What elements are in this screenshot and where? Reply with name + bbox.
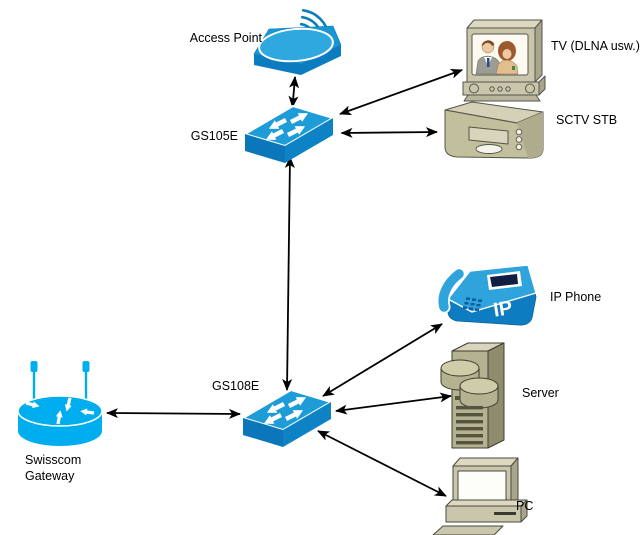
phone-display	[490, 274, 518, 287]
edge-gs105e-tv	[339, 69, 463, 115]
tv-icon	[462, 19, 546, 102]
ip-phone-label: IP Phone	[550, 290, 601, 304]
ip-phone-icon: IP	[436, 264, 537, 326]
edge-gs108e-pc	[317, 430, 447, 497]
sctv-stb-label: SCTV STB	[556, 113, 617, 127]
stb-tray	[475, 144, 503, 154]
tv-controls	[469, 83, 535, 94]
gateway-label-line2: Gateway	[25, 469, 75, 483]
pc-icon	[432, 457, 528, 535]
edge-layer	[106, 69, 463, 497]
gs105e-switch-icon	[245, 106, 333, 163]
edge-gs105e-gs108e	[282, 156, 295, 391]
server-label: Server	[522, 386, 559, 400]
gs105e-label: GS105E	[191, 129, 238, 143]
gateway-antennas	[30, 361, 90, 400]
server-vents	[456, 406, 483, 445]
edge-gs108e-ip-phone	[322, 323, 443, 397]
phone-ip-text: IP	[492, 297, 514, 322]
pc-label: PC	[516, 499, 533, 513]
edge-gateway-gs108e	[106, 408, 241, 419]
gs108e-label: GS108E	[212, 379, 259, 393]
tv-label: TV (DLNA usw.)	[551, 39, 640, 53]
stb-display	[468, 126, 509, 145]
pc-screen	[457, 470, 507, 503]
access-point-icon	[253, 9, 342, 75]
gs108e-switch-icon	[243, 390, 331, 447]
pc-drive-slot	[494, 512, 516, 515]
pc-keyboard	[432, 525, 504, 535]
phone-keypad	[463, 297, 482, 311]
access-point-label: Access Point	[190, 31, 263, 45]
edge-gs108e-server	[335, 392, 452, 415]
edge-gs105e-sctv-stb	[340, 127, 438, 138]
phone-handset	[438, 269, 464, 312]
sctv-stb-icon	[444, 101, 544, 159]
edge-access-point-gs105e	[288, 76, 300, 108]
swisscom-gateway-icon	[17, 361, 103, 446]
stb-buttons	[515, 128, 523, 151]
tv-screen-people	[475, 40, 519, 75]
gateway-label-line1: Swisscom	[25, 453, 81, 467]
server-icon	[440, 342, 505, 449]
